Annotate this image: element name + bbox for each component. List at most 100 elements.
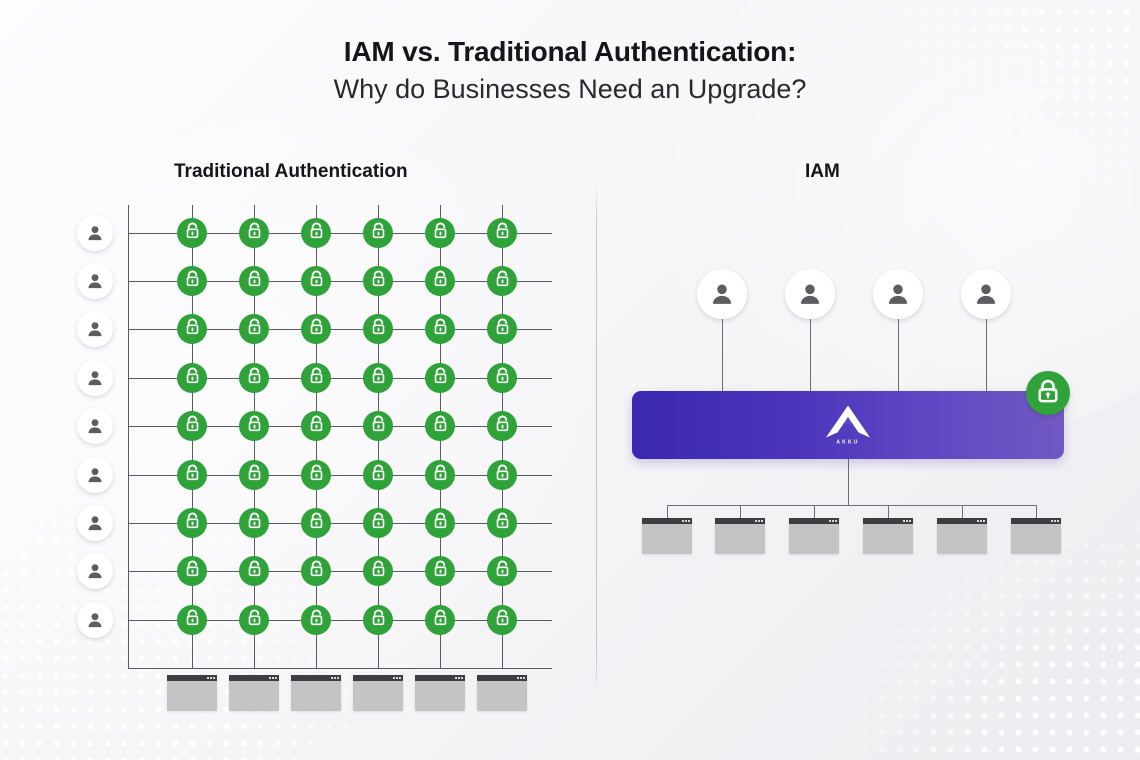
- traditional-lock-r1-c3[interactable]: [301, 218, 331, 248]
- traditional-lock-r4-c4[interactable]: [363, 363, 393, 393]
- traditional-lock-r2-c2[interactable]: [239, 266, 269, 296]
- window-controls-icon: [517, 677, 525, 679]
- iam-app-window-4[interactable]: [863, 518, 913, 554]
- iam-app-window-6[interactable]: [1011, 518, 1061, 554]
- padlock-open-icon: [368, 268, 389, 294]
- traditional-lock-r4-c6[interactable]: [487, 363, 517, 393]
- iam-app-window-2[interactable]: [715, 518, 765, 554]
- padlock-open-icon: [182, 413, 203, 439]
- iam-user-avatar-2[interactable]: [785, 269, 835, 319]
- panel-heading-iam: IAM: [805, 161, 840, 182]
- traditional-user-avatar-1[interactable]: [77, 215, 113, 251]
- traditional-app-window-4[interactable]: [353, 675, 403, 711]
- traditional-lock-r6-c3[interactable]: [301, 460, 331, 490]
- traditional-app-window-2[interactable]: [229, 675, 279, 711]
- traditional-lock-r8-c2[interactable]: [239, 556, 269, 586]
- iam-security-lock-badge[interactable]: [1026, 371, 1070, 415]
- traditional-lock-r6-c1[interactable]: [177, 460, 207, 490]
- traditional-user-avatar-9[interactable]: [77, 602, 113, 638]
- traditional-lock-r9-c4[interactable]: [363, 605, 393, 635]
- iam-user-avatar-1[interactable]: [697, 269, 747, 319]
- iam-app-window-5[interactable]: [937, 518, 987, 554]
- traditional-lock-r5-c6[interactable]: [487, 411, 517, 441]
- traditional-lock-r5-c3[interactable]: [301, 411, 331, 441]
- traditional-lock-r4-c5[interactable]: [425, 363, 455, 393]
- padlock-open-icon: [182, 316, 203, 342]
- iam-user-avatar-3[interactable]: [873, 269, 923, 319]
- grid-line-horizontal-2: [128, 281, 552, 282]
- traditional-app-window-6[interactable]: [477, 675, 527, 711]
- traditional-lock-r8-c5[interactable]: [425, 556, 455, 586]
- traditional-lock-r4-c1[interactable]: [177, 363, 207, 393]
- traditional-lock-r7-c2[interactable]: [239, 508, 269, 538]
- traditional-lock-r8-c6[interactable]: [487, 556, 517, 586]
- traditional-user-avatar-5[interactable]: [77, 408, 113, 444]
- traditional-lock-r1-c4[interactable]: [363, 218, 393, 248]
- padlock-open-icon: [182, 462, 203, 488]
- grid-line-horizontal-7: [128, 523, 552, 524]
- traditional-lock-r5-c2[interactable]: [239, 411, 269, 441]
- padlock-open-icon: [306, 413, 327, 439]
- traditional-lock-r2-c6[interactable]: [487, 266, 517, 296]
- user-avatar-icon: [85, 319, 105, 339]
- traditional-user-avatar-2[interactable]: [77, 263, 113, 299]
- traditional-lock-r7-c4[interactable]: [363, 508, 393, 538]
- iam-app-window-3[interactable]: [789, 518, 839, 554]
- traditional-lock-r7-c1[interactable]: [177, 508, 207, 538]
- traditional-user-avatar-3[interactable]: [77, 311, 113, 347]
- traditional-lock-r9-c1[interactable]: [177, 605, 207, 635]
- traditional-lock-r2-c1[interactable]: [177, 266, 207, 296]
- traditional-lock-r3-c6[interactable]: [487, 314, 517, 344]
- traditional-lock-r2-c4[interactable]: [363, 266, 393, 296]
- traditional-lock-r1-c2[interactable]: [239, 218, 269, 248]
- traditional-app-window-5[interactable]: [415, 675, 465, 711]
- traditional-user-avatar-8[interactable]: [77, 553, 113, 589]
- traditional-lock-r6-c2[interactable]: [239, 460, 269, 490]
- traditional-lock-r3-c3[interactable]: [301, 314, 331, 344]
- traditional-lock-r8-c4[interactable]: [363, 556, 393, 586]
- traditional-lock-r9-c2[interactable]: [239, 605, 269, 635]
- traditional-lock-r6-c5[interactable]: [425, 460, 455, 490]
- traditional-lock-r8-c3[interactable]: [301, 556, 331, 586]
- traditional-lock-r6-c4[interactable]: [363, 460, 393, 490]
- user-avatar-icon: [85, 416, 105, 436]
- traditional-lock-r3-c2[interactable]: [239, 314, 269, 344]
- traditional-lock-r6-c6[interactable]: [487, 460, 517, 490]
- app-window-titlebar: [863, 518, 913, 524]
- traditional-lock-r7-c3[interactable]: [301, 508, 331, 538]
- traditional-lock-r5-c5[interactable]: [425, 411, 455, 441]
- traditional-lock-r3-c4[interactable]: [363, 314, 393, 344]
- traditional-lock-r9-c6[interactable]: [487, 605, 517, 635]
- traditional-lock-r2-c5[interactable]: [425, 266, 455, 296]
- traditional-user-avatar-7[interactable]: [77, 505, 113, 541]
- traditional-lock-r1-c6[interactable]: [487, 218, 517, 248]
- user-avatar-icon: [85, 223, 105, 243]
- padlock-open-icon: [368, 558, 389, 584]
- traditional-user-avatar-6[interactable]: [77, 457, 113, 493]
- traditional-lock-r9-c5[interactable]: [425, 605, 455, 635]
- traditional-lock-r5-c4[interactable]: [363, 411, 393, 441]
- padlock-open-icon: [492, 316, 513, 342]
- traditional-lock-r7-c5[interactable]: [425, 508, 455, 538]
- traditional-lock-r8-c1[interactable]: [177, 556, 207, 586]
- padlock-open-icon: [368, 510, 389, 536]
- iam-app-window-1[interactable]: [642, 518, 692, 554]
- grid-line-horizontal-9: [128, 620, 552, 621]
- padlock-open-icon: [306, 316, 327, 342]
- traditional-app-window-1[interactable]: [167, 675, 217, 711]
- traditional-user-avatar-4[interactable]: [77, 360, 113, 396]
- iam-user-avatar-4[interactable]: [961, 269, 1011, 319]
- traditional-lock-r2-c3[interactable]: [301, 266, 331, 296]
- traditional-lock-r4-c3[interactable]: [301, 363, 331, 393]
- traditional-lock-r3-c1[interactable]: [177, 314, 207, 344]
- traditional-lock-r9-c3[interactable]: [301, 605, 331, 635]
- traditional-lock-r1-c5[interactable]: [425, 218, 455, 248]
- traditional-lock-r3-c5[interactable]: [425, 314, 455, 344]
- traditional-lock-r1-c1[interactable]: [177, 218, 207, 248]
- traditional-lock-r4-c2[interactable]: [239, 363, 269, 393]
- traditional-lock-r5-c1[interactable]: [177, 411, 207, 441]
- traditional-lock-r7-c6[interactable]: [487, 508, 517, 538]
- app-window-titlebar: [229, 675, 279, 681]
- traditional-app-window-3[interactable]: [291, 675, 341, 711]
- iam-platform-bar[interactable]: AKKU: [632, 391, 1064, 459]
